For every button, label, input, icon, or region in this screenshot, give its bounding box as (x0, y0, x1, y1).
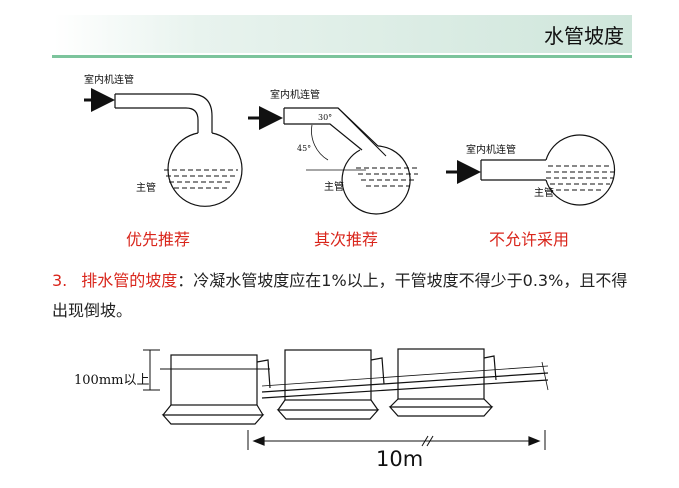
water-level (546, 165, 614, 191)
indoor-unit-3 (388, 348, 494, 417)
rank-not-allowed: 不允许采用 (489, 230, 570, 249)
pipe-label: 室内机连管 (84, 75, 134, 86)
indoor-unit-2 (276, 349, 380, 420)
main-pipe-label: 主管 (534, 188, 554, 199)
note-body: ：冷凝水管坡度应在1%以上，干管坡度不得少于0.3%，且不得出现倒坡。 (52, 271, 628, 320)
main-pipe-circle (167, 132, 243, 207)
rank-second: 其次推荐 (314, 230, 379, 249)
rank-preferred: 优先推荐 (126, 230, 191, 249)
figure-not-allowed (446, 134, 616, 206)
note-heading: 排水管的坡度 (81, 271, 178, 290)
pipe-label: 室内机连管 (466, 145, 516, 156)
figure-second (248, 106, 420, 215)
main-pipe-circle (341, 145, 411, 215)
water-level (164, 169, 238, 189)
length-label: 10m (376, 447, 424, 471)
note-number: 3. (52, 271, 68, 290)
indoor-unit-1 (161, 354, 265, 425)
angle-label: 45° (297, 144, 312, 153)
height-label: 100mm以上 (74, 373, 150, 388)
figure-preferred (84, 88, 243, 207)
header-divider (52, 55, 632, 58)
angle-label: 30° (318, 113, 333, 122)
main-pipe-label: 主管 (324, 182, 344, 193)
main-pipe-label: 主管 (136, 183, 156, 194)
pipe-label: 室内机连管 (270, 90, 320, 101)
drain-slope-diagram (143, 348, 549, 450)
page-title: 水管坡度 (544, 24, 624, 48)
header-band (54, 15, 632, 53)
water-level (356, 167, 420, 187)
slope-note: 3. 排水管的坡度：冷凝水管坡度应在1%以上，干管坡度不得少于0.3%，且不得出现… (52, 266, 642, 326)
main-pipe-circle (545, 134, 616, 206)
